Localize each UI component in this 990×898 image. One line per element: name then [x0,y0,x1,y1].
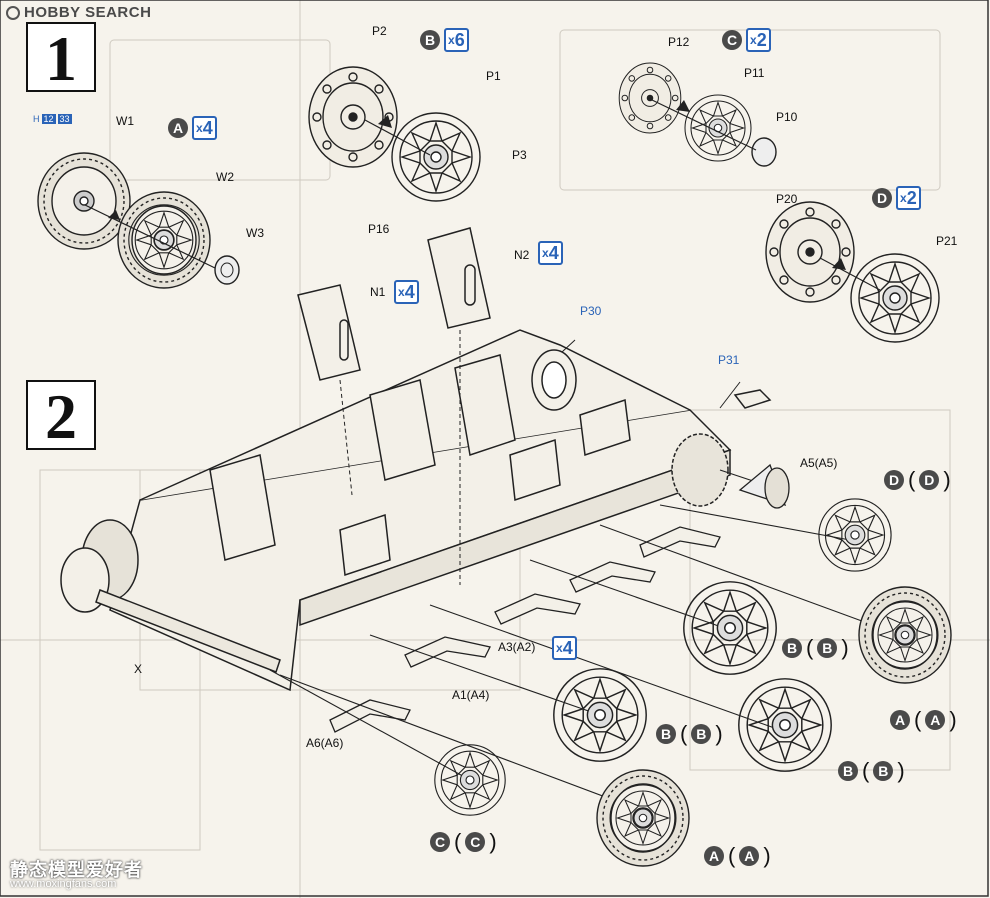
callout-letter: A [925,710,946,730]
hand-reference: H 12 33 [33,114,72,124]
part-n1-label: N1 [370,285,386,299]
badge-a-x4: A x4 [168,116,217,140]
badge-c-x2: C x2 [722,28,771,52]
part-letter-a: A [168,118,188,138]
badge-n1-x4: x4 [394,280,419,304]
part-p1-label: P1 [486,69,501,83]
part-x-label: X [134,662,143,676]
part-w1-label: W1 [116,114,134,128]
part-p16-label: P16 [368,222,390,236]
callout-a-a-low: A(A) [704,844,771,868]
part-w2-label: W2 [216,170,234,184]
callout-b-b-low: B(B) [838,759,905,783]
part-p11-label: P11 [744,66,765,80]
callout-d-d: D(D) [884,468,951,492]
qty-box: x2 [896,186,921,210]
qty-box: x6 [444,28,469,52]
badge-n2-x4: x4 [538,241,563,265]
part-a3-label: A3(A2) [498,640,536,654]
callout-letter: D [919,470,940,490]
part-p21-label: P21 [936,234,958,248]
callout-letter: B [817,638,838,658]
callout-c-c: C(C) [430,830,497,854]
hand-ref-prefix: H [33,114,40,124]
callout-letter: B [656,724,676,744]
hobby-search-logo: HOBBY SEARCH [6,4,151,21]
callout-letter: A [704,846,724,866]
part-p10-label: P10 [776,110,798,124]
callout-letter: A [890,710,910,730]
qty-box: x4 [538,241,563,265]
part-letter-d: D [872,188,892,208]
badge-a3-x4: x4 [552,636,577,660]
part-p30-label: P30 [580,304,602,318]
callout-letter: B [691,724,712,744]
callout-letter: A [739,846,760,866]
part-letter-c: C [722,30,742,50]
part-p3-label: P3 [512,148,527,162]
part-w3-label: W3 [246,226,264,240]
part-a5-label: A5(A5) [800,456,838,470]
logo-mark-icon [6,5,20,20]
callout-b-b-upper: B(B) [782,636,849,660]
part-a1-label: A1(A4) [452,688,490,702]
qty-box: x2 [746,28,771,52]
part-n2-label: N2 [514,248,530,262]
callout-letter: B [873,761,894,781]
badge-d-x2: D x2 [872,186,921,210]
part-letter-b: B [420,30,440,50]
hand-ref-a: 12 [41,114,56,124]
part-p12-label: P12 [668,35,690,49]
badge-b-x6: B x6 [420,28,469,52]
qty-box: x4 [394,280,419,304]
callout-letter: D [884,470,904,490]
part-p2-label: P2 [372,24,387,38]
part-p31-label: P31 [718,353,740,367]
callout-letter: B [838,761,858,781]
qty-box: x4 [552,636,577,660]
callout-letter: C [430,832,450,852]
callout-b-b-mid: B(B) [656,722,723,746]
part-p20-label: P20 [776,192,798,206]
callout-a-a-upper: A(A) [890,708,957,732]
callout-letter: C [465,832,486,852]
qty-box: x4 [192,116,217,140]
step-2-number: 2 [26,380,96,452]
step-1-number: 1 [26,22,96,94]
watermark-url: www.moxingfans.com [10,878,117,890]
logo-text: HOBBY SEARCH [24,4,152,21]
part-a6-label: A6(A6) [306,736,344,750]
callout-letter: B [782,638,802,658]
watermark-title: 静态模型爱好者 [10,860,143,880]
hand-ref-b: 33 [57,114,72,124]
